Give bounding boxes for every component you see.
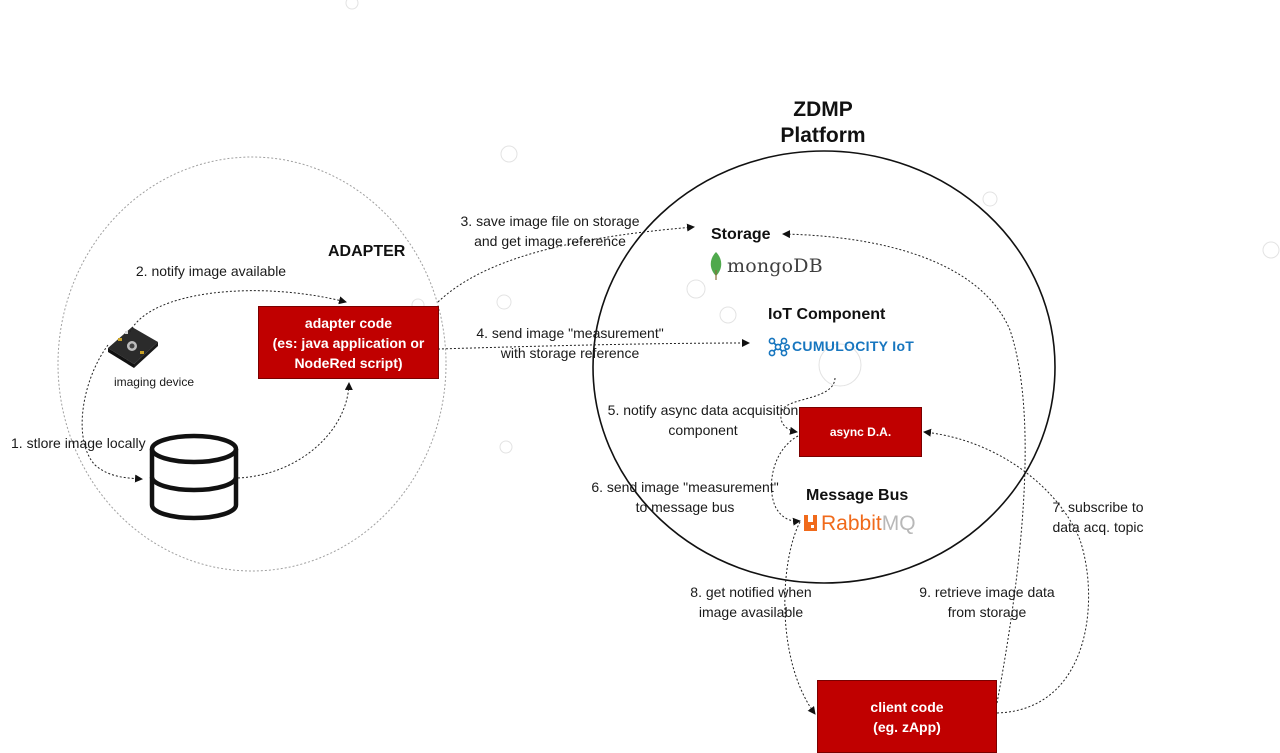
- adapter-code-line2: (es: java application or: [272, 334, 425, 351]
- mongodb-logo-text: mongoDB: [727, 255, 823, 277]
- adapter-code-line3: NodeRed script): [294, 354, 403, 371]
- step-6-label: 6. send image "measurement" to message b…: [572, 477, 798, 517]
- cumulocity-logo: CUMULOCITY IoT: [792, 338, 914, 354]
- step-1-label: 1. stlore image locally: [11, 435, 146, 451]
- async-da-box[interactable]: async D.A.: [799, 407, 922, 457]
- client-code-line2: (eg. zApp): [873, 718, 941, 735]
- adapter-boundary: [57, 156, 447, 572]
- step-8-label: 8. get notified when image avasilable: [670, 582, 832, 622]
- storage-heading: Storage: [711, 226, 771, 243]
- mongodb-logo: mongoDB: [727, 255, 823, 277]
- platform-title: ZDMP Platform: [760, 97, 886, 149]
- step-8-line2: image avasilable: [698, 604, 804, 620]
- arrow-to-message-bus: [770, 435, 801, 526]
- iot-heading: IoT Component: [768, 306, 886, 323]
- step-9-line2: from storage: [947, 604, 1027, 620]
- background-bubbles: [345, 0, 1280, 454]
- arrow-subscribe: [923, 428, 1090, 714]
- flow-arrows: [81, 223, 1090, 715]
- imaging-device-icon: [108, 327, 158, 368]
- platform-title-line2: Platform: [780, 124, 866, 147]
- step-6-line1: 6. send image "measurement": [591, 479, 779, 495]
- adapter-title: ADAPTER: [328, 243, 406, 260]
- step-4-line2: with storage reference: [500, 345, 640, 361]
- database-icon: [149, 433, 239, 521]
- step-3-line1: 3. save image file on storage: [460, 213, 640, 229]
- rabbitmq-logo-part2: MQ: [881, 512, 916, 535]
- step-2-label: 2. notify image available: [135, 263, 287, 279]
- arrow-send-measurement: [437, 339, 750, 350]
- async-da-label: async D.A.: [829, 425, 892, 439]
- step-6-line2: to message bus: [635, 499, 735, 515]
- client-code-line1: client code: [870, 698, 944, 715]
- cumulocity-logo-text: CUMULOCITY IoT: [792, 338, 915, 354]
- step-9-line1: 9. retrieve image data: [919, 584, 1055, 600]
- arrow-store-locally: [81, 344, 143, 483]
- rabbitmq-logo: RabbitMQ: [821, 512, 916, 536]
- platform-title-line1: ZDMP: [793, 98, 853, 121]
- platform-boundary: [592, 150, 1056, 584]
- cumulocity-icon: [768, 337, 790, 357]
- adapter-code-box[interactable]: adapter code (es: java application or No…: [258, 306, 439, 379]
- step-7-line2: data acq. topic: [1052, 519, 1144, 535]
- step-5-line2: component: [668, 422, 738, 438]
- rabbitmq-logo-text: RabbitMQ: [821, 512, 916, 536]
- message-bus-heading: Message Bus: [806, 487, 909, 504]
- step-8-line1: 8. get notified when: [690, 584, 812, 600]
- step-4-line1: 4. send image "measurement": [476, 325, 664, 341]
- imaging-device-label: imaging device: [113, 375, 195, 389]
- step-7-label: 7. subscribe to data acq. topic: [1036, 497, 1160, 537]
- adapter-code-line1: adapter code: [304, 314, 393, 331]
- step-9-label: 9. retrieve image data from storage: [900, 582, 1074, 622]
- arrow-retrieve-storage: [782, 230, 1026, 704]
- step-5-line1: 5. notify async data acquisition: [607, 402, 799, 418]
- arrow-notify-async: [780, 377, 836, 435]
- step-5-label: 5. notify async data acquisition compone…: [588, 400, 818, 440]
- client-code-box[interactable]: client code (eg. zApp): [817, 680, 997, 753]
- rabbitmq-icon: [804, 515, 817, 531]
- mongodb-leaf-icon: [710, 252, 722, 280]
- arrow-db-to-adapter: [237, 382, 353, 479]
- step-3-label: 3. save image file on storage and get im…: [440, 211, 660, 251]
- step-3-line2: and get image reference: [474, 233, 626, 249]
- step-4-label: 4. send image "measurement" with storage…: [458, 323, 682, 363]
- arrow-notified-client: [784, 521, 816, 715]
- step-7-line1: 7. subscribe to: [1052, 499, 1144, 515]
- rabbitmq-logo-part1: Rabbit: [821, 512, 882, 535]
